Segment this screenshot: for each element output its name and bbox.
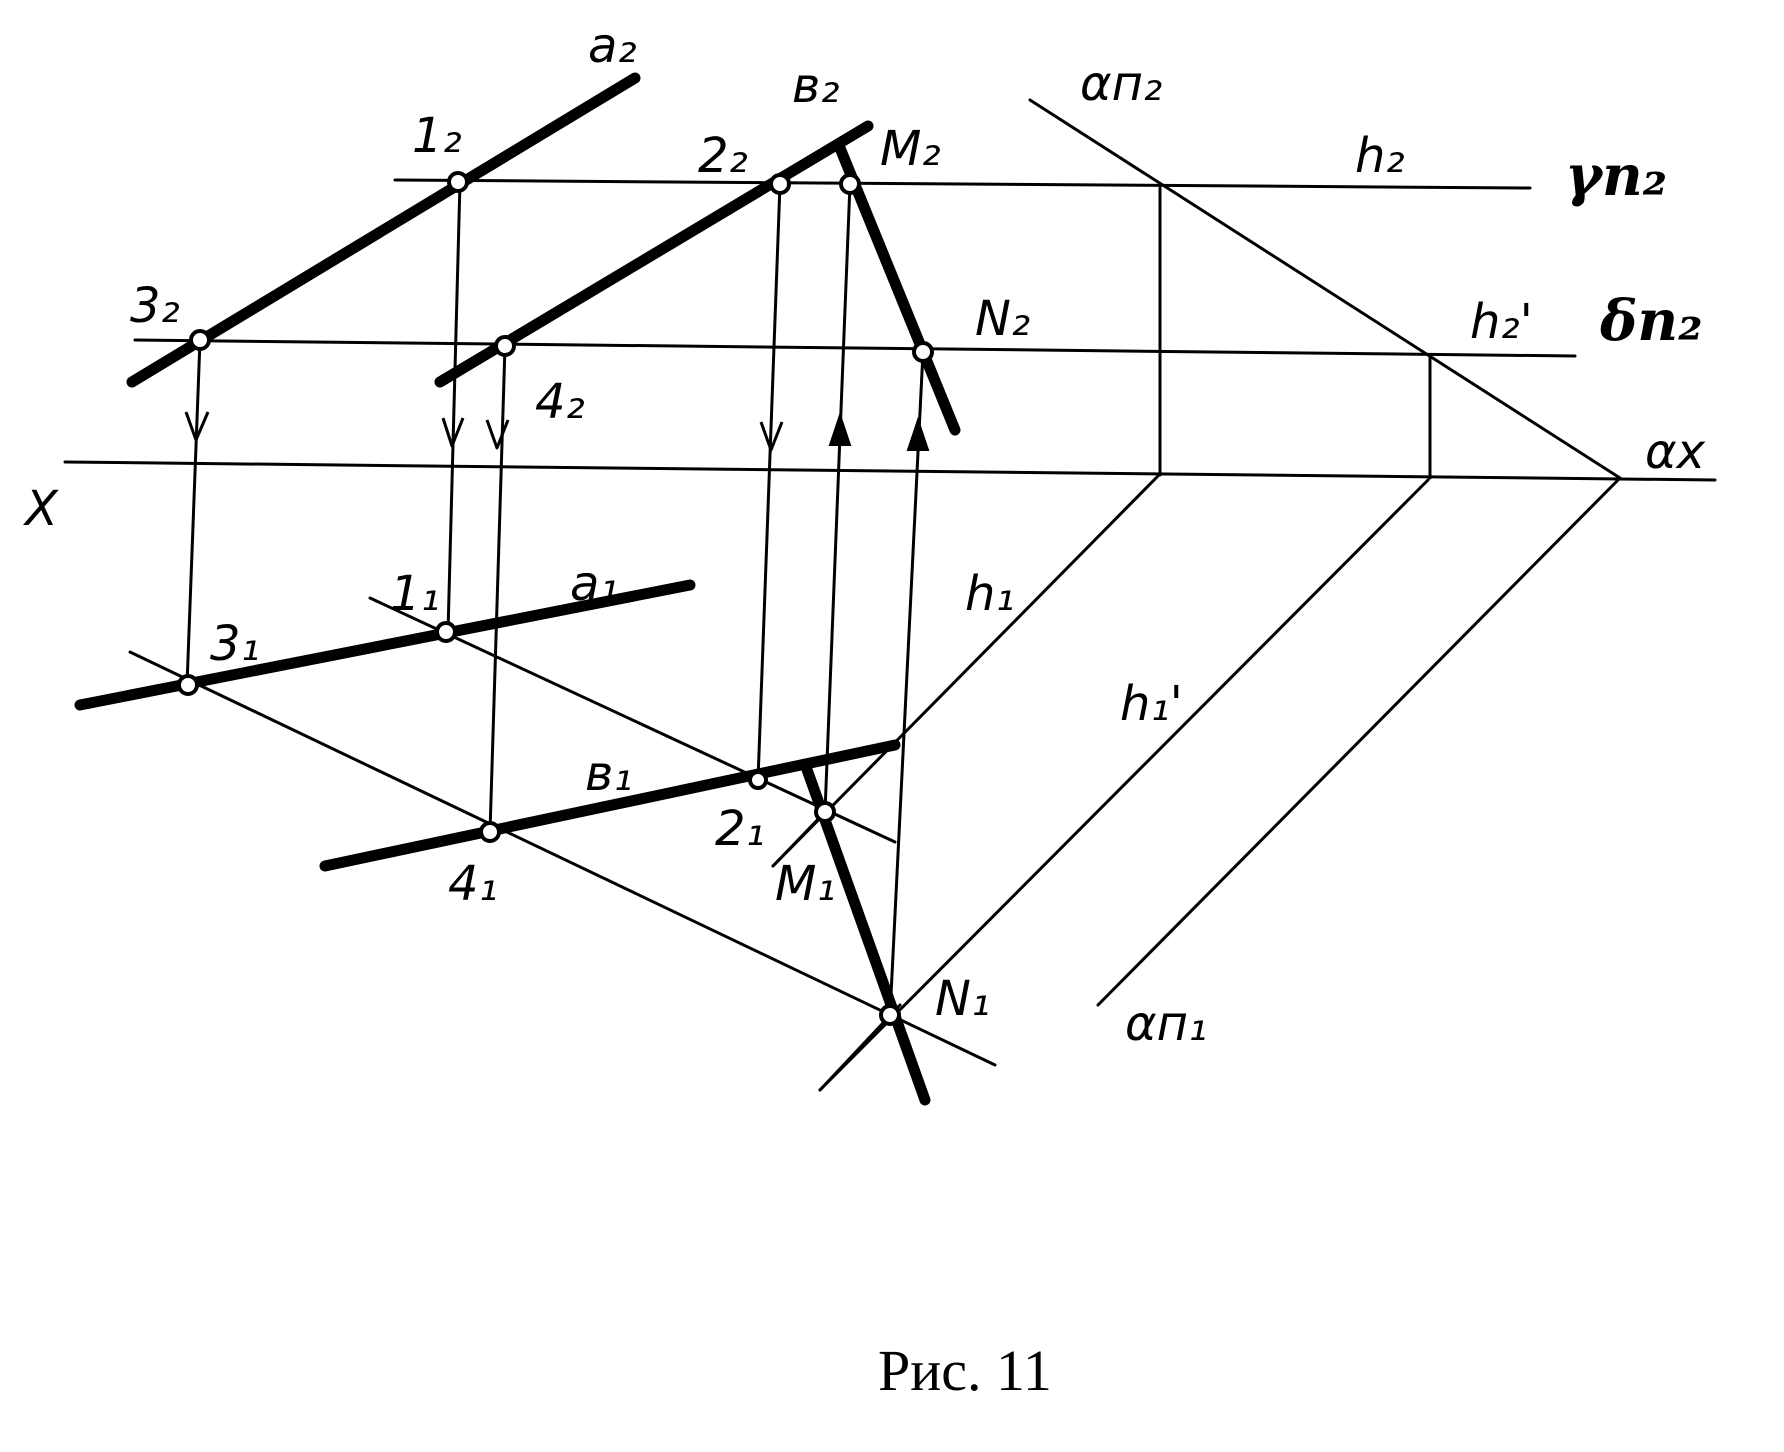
figure-caption: Рис. 11: [878, 1338, 1052, 1403]
label-h2-prime: h₂': [1470, 294, 1533, 350]
line-mn2: [834, 142, 961, 436]
label-1-1: 1₁: [390, 566, 440, 622]
point-2-1: [748, 770, 768, 790]
point-3-1: [177, 674, 199, 696]
alpha-p1-trace: [1096, 476, 1622, 1007]
point-m-1: [814, 801, 836, 823]
x-axis: [63, 460, 1717, 482]
point-n-1: [879, 1004, 901, 1026]
arrow-down-1: [441, 417, 465, 448]
link-1: [446, 180, 462, 634]
label-h1: h₁: [965, 566, 1015, 622]
h1-line: [771, 474, 1160, 868]
label-m1: M₁: [775, 856, 836, 912]
h1-m1-extension: [771, 810, 827, 868]
arrow-up-n: [906, 416, 930, 451]
link-2: [756, 182, 782, 782]
link-m: [823, 182, 852, 814]
label-n2: N₂: [975, 291, 1030, 347]
label-h2: h₂: [1355, 128, 1405, 184]
label-3-2: 3₂: [130, 278, 180, 334]
label-2-2: 2₂: [698, 128, 748, 184]
section-line-delta-1: [128, 650, 997, 1067]
arrow-down-4: [485, 419, 510, 450]
line-a2: [126, 72, 641, 388]
label-2-1: 2₁: [715, 801, 765, 857]
section-line-gamma-1: [368, 596, 897, 844]
label-alpha-p1: αп₁: [1125, 996, 1207, 1052]
label-4-1: 4₁: [448, 856, 498, 912]
label-n1: N₁: [935, 971, 990, 1027]
delta-p2-line: [133, 338, 1577, 358]
point-n-2: [912, 341, 934, 363]
link-n: [888, 350, 925, 1017]
label-m2: M₂: [880, 121, 941, 177]
point-1-1: [435, 621, 457, 643]
label-delta-p2: δп₂: [1599, 288, 1703, 354]
point-1-2: [447, 171, 469, 193]
link-4: [488, 344, 507, 834]
alpha-p2-trace: [1028, 98, 1622, 480]
label-4-2: 4₂: [535, 374, 585, 430]
point-3-2: [189, 329, 211, 351]
arrow-up-m: [828, 411, 852, 446]
label-gamma-p2: γп₂: [1565, 143, 1667, 209]
label-alpha-x: αx: [1645, 424, 1706, 480]
label-h1-prime: h₁': [1120, 676, 1183, 732]
point-4-2: [494, 335, 516, 357]
label-b2: в₂: [792, 58, 840, 114]
label-a2: a₂: [588, 18, 637, 74]
label-a1: a₁: [570, 556, 619, 612]
label-3-1: 3₁: [210, 616, 260, 672]
label-x-axis: X: [22, 481, 59, 537]
label-alpha-p2: αп₂: [1080, 56, 1162, 112]
label-b1: в₁: [585, 746, 633, 802]
label-1-2: 1₂: [412, 108, 462, 164]
point-4-1: [479, 821, 501, 843]
point-m-2: [839, 173, 861, 195]
gamma-p2-line: [393, 178, 1532, 190]
link-3: [185, 338, 202, 687]
point-2-2: [769, 173, 791, 195]
arrow-down-2: [759, 421, 784, 452]
h1-prime-line: [818, 478, 1430, 1092]
arrow-down-3: [184, 411, 210, 442]
